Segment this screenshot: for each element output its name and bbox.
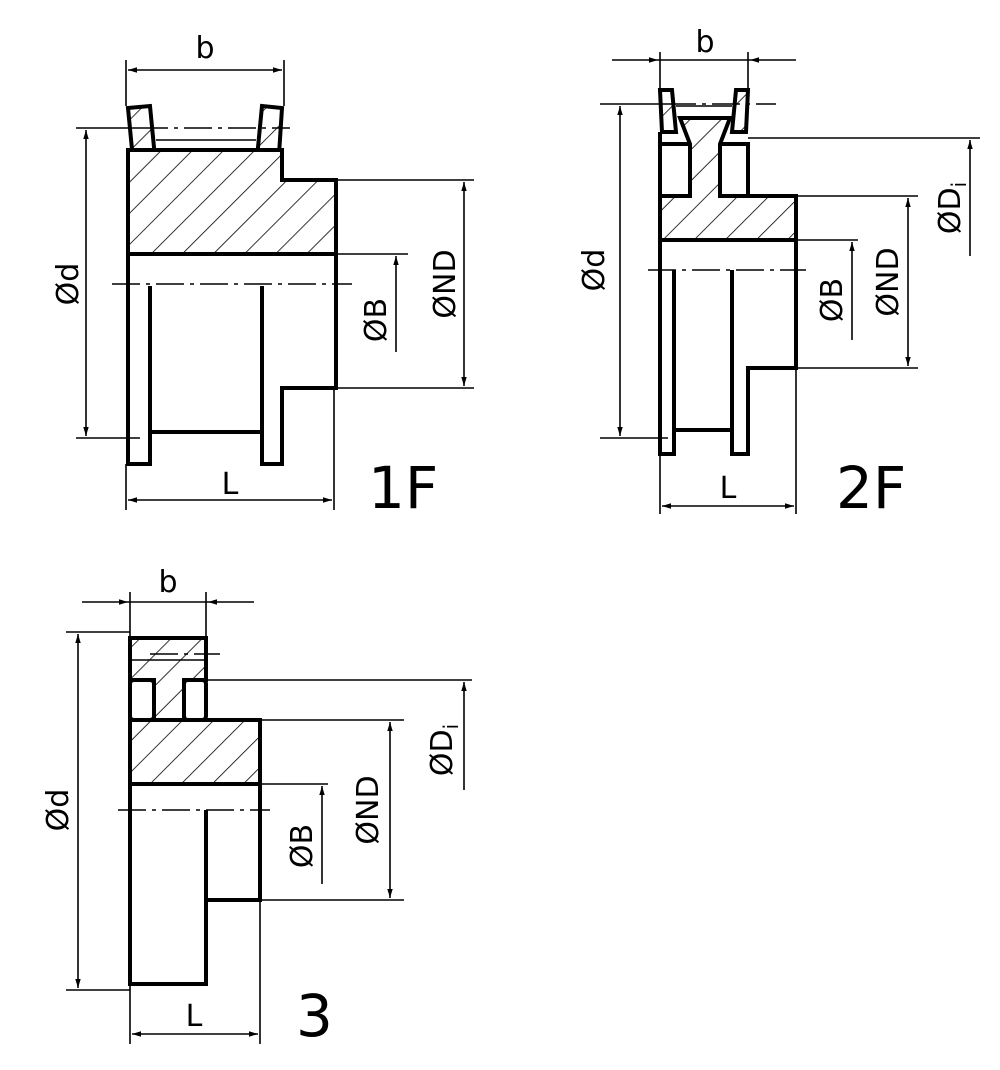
dim-d-2f: Ød xyxy=(577,103,668,439)
type-label-2f: 2F xyxy=(836,454,906,522)
dim-hub-3: ØND xyxy=(260,719,404,901)
label-hub-3: ØND xyxy=(351,775,386,844)
label-bore-2f: ØB xyxy=(815,278,850,322)
dim-l-3: L xyxy=(129,900,261,1044)
dim-inner-2f: ØDi xyxy=(748,137,980,256)
label-b-2f: b xyxy=(695,25,714,60)
dim-b-2f: b xyxy=(612,25,796,90)
figure-1f: b Ød ØB ØND L 1F xyxy=(51,31,474,522)
label-d-3: Ød xyxy=(41,789,76,832)
type-label-1f: 1F xyxy=(368,454,438,522)
dim-b-1f: b xyxy=(125,31,285,106)
label-hub-1f: ØND xyxy=(428,249,463,318)
label-b-1f: b xyxy=(195,31,214,66)
label-d-2f: Ød xyxy=(577,249,612,292)
figure-2f: b Ød ØB ØND ØDi xyxy=(577,25,980,522)
dim-inner-3: ØDi xyxy=(206,679,472,790)
label-l-2f: L xyxy=(720,471,737,506)
dim-l-2f: L xyxy=(659,368,797,514)
dim-bore-2f: ØB xyxy=(796,239,858,340)
dim-hub-2f: ØND xyxy=(796,195,918,369)
label-inner-2f: ØDi xyxy=(933,182,971,234)
pulley-2f-section xyxy=(657,88,798,456)
label-b-3: b xyxy=(158,565,177,600)
label-d-1f: Ød xyxy=(51,263,86,306)
dim-d-3: Ød xyxy=(41,631,130,991)
label-hub-2f: ØND xyxy=(871,247,906,316)
type-label-3: 3 xyxy=(296,982,333,1050)
pulley-3-section xyxy=(128,636,262,986)
dim-bore-1f: ØB xyxy=(336,253,408,352)
label-bore-1f: ØB xyxy=(359,298,394,342)
label-inner-3: ØDi xyxy=(425,724,463,776)
dim-hub-1f: ØND xyxy=(336,179,474,389)
label-l-1f: L xyxy=(222,467,239,502)
figure-3: b Ød ØB ØND ØDi xyxy=(41,565,472,1050)
dim-l-1f: L xyxy=(125,388,335,510)
dim-d-1f: Ød xyxy=(51,127,140,439)
pulley-1f-section xyxy=(125,103,338,466)
dim-b-3: b xyxy=(82,565,254,638)
dim-bore-3: ØB xyxy=(260,783,328,884)
label-bore-3: ØB xyxy=(285,824,320,868)
label-l-3: L xyxy=(186,999,203,1034)
